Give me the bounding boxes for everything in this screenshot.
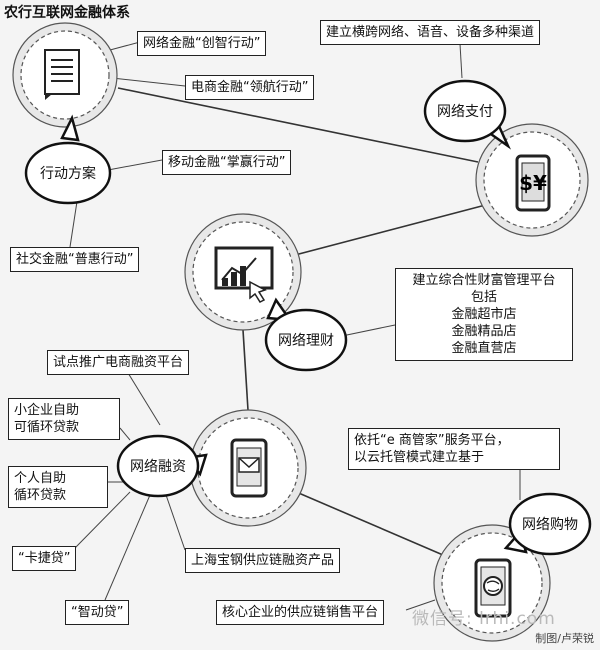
- box-pilot: 试点推广电商融资平台: [47, 350, 190, 375]
- pointer-baosteel: [164, 491, 186, 551]
- small-biz-line-1: 小企业自助: [14, 403, 80, 418]
- hub-connectors: [117, 87, 498, 559]
- pointer-pilot: [124, 367, 161, 426]
- emanager-line-2: 以云托管模式建立基于: [354, 450, 485, 465]
- box-small-biz: 小企业自助 可循环贷款: [8, 398, 120, 440]
- personal-line-2: 循环贷款: [14, 488, 67, 503]
- connector-wealth-financing: [242, 329, 249, 411]
- pointer-kajie: [74, 491, 131, 549]
- box-win: 移动金融“掌赢行动”: [162, 150, 292, 175]
- pointer-navigation: [111, 77, 186, 87]
- box-wealth-platform: 建立综合性财富管理平台 包括 金融超市店 金融精品店 金融直营店: [395, 268, 573, 361]
- box-zhidong: “智动贷”: [65, 600, 130, 625]
- pointer-win: [107, 159, 163, 171]
- box-innovation: 网络金融“创智行动”: [137, 31, 267, 56]
- pointer-innovation: [109, 41, 141, 51]
- wealth-platform-line-4: 金融精品店: [451, 324, 517, 339]
- box-channels: 建立横跨网络、语音、设备多种渠道: [320, 20, 541, 45]
- emanager-line-1: 依托“e 商管家”服务平台，: [354, 433, 510, 448]
- credit: 制图/卢荣锐: [535, 632, 594, 645]
- small-biz-line-2: 可循环贷款: [14, 420, 80, 435]
- box-personal: 个人自助 循环贷款: [8, 466, 108, 508]
- hub-label-payment: 网络支付: [437, 104, 493, 120]
- pointer-small-biz: [119, 427, 131, 441]
- phone-mail-icon: [230, 438, 268, 498]
- connector-action-payment: [117, 87, 479, 163]
- box-inclusive: 社交金融“普惠行动”: [10, 247, 140, 272]
- box-core-sales: 核心企业的供应链销售平台: [216, 600, 385, 625]
- chart-screen-icon: [214, 246, 274, 303]
- personal-line-1: 个人自助: [14, 471, 67, 486]
- bubble-action: [60, 114, 80, 142]
- box-emanager: 依托“e 商管家”服务平台， 以云托管模式建立基于: [348, 428, 560, 470]
- pointer-wealth-platform: [341, 324, 396, 337]
- hub-label-wealth: 网络理财: [278, 333, 334, 349]
- bubble-payment-body: [423, 79, 507, 143]
- hub-label-financing: 网络融资: [130, 459, 186, 475]
- pointer-zhidong: [104, 494, 151, 601]
- connector-financing-shopping: [286, 487, 451, 559]
- bubble-wealth-body: [264, 308, 348, 372]
- phone-currency-icon: $¥: [515, 154, 551, 212]
- document-icon: [44, 49, 80, 100]
- hub-label-action: 行动方案: [40, 165, 96, 182]
- box-navigation: 电商金融“领航行动”: [185, 75, 315, 100]
- wealth-platform-line-1: 建立综合性财富管理平台: [412, 273, 556, 288]
- hub-labels: 行动方案 网络支付 网络理财 网络融资 网络购物: [40, 104, 578, 533]
- pointer-channels: [459, 43, 463, 79]
- wealth-platform-line-2: 包括: [470, 290, 497, 305]
- svg-text:$¥: $¥: [519, 171, 547, 195]
- label-pointers: [69, 41, 521, 611]
- bubble-shopping-body: [508, 492, 592, 556]
- box-baosteel: 上海宝钢供应链融资产品: [185, 548, 341, 573]
- bubble-financing-body: [116, 434, 200, 498]
- pointer-core-sales: [405, 599, 436, 611]
- wealth-platform-line-5: 金融直营店: [451, 341, 517, 356]
- bubble-action-body: [24, 141, 112, 205]
- watermark: 微信号: lrhi.com: [412, 609, 556, 629]
- box-kajie: “卡捷贷”: [12, 546, 77, 571]
- phone-globe-icon: [474, 558, 512, 618]
- connector-payment-wealth: [294, 201, 498, 256]
- wealth-platform-line-3: 金融超市店: [451, 307, 517, 322]
- hub-bubbles: [24, 79, 592, 556]
- diagram-title: 农行互联网金融体系: [4, 5, 130, 21]
- hub-label-shopping: 网络购物: [522, 517, 578, 533]
